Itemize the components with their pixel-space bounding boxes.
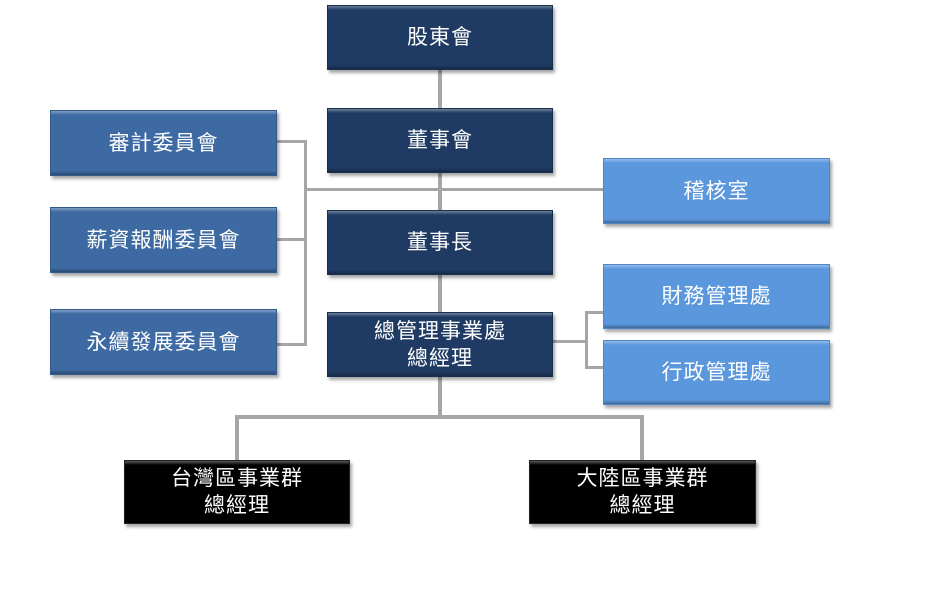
node-label-line1: 總管理事業處 [374, 318, 506, 343]
node-label: 薪資報酬委員會 [86, 227, 241, 252]
node-label: 財務管理處 [661, 284, 772, 308]
node-shareholders-meeting: 股東會 [327, 5, 553, 70]
node-board-of-directors: 董事會 [327, 108, 553, 173]
connector-finance [585, 311, 604, 314]
node-label: 董事會 [407, 128, 473, 152]
node-audit-office: 稽核室 [603, 158, 830, 224]
connector-groups-horizontal [235, 415, 644, 419]
connector-committee-sustainability [277, 343, 307, 346]
connector-audit-office [304, 188, 604, 191]
node-admin-division: 行政管理處 [603, 340, 830, 405]
node-finance-division: 財務管理處 [603, 264, 830, 329]
node-chairman: 董事長 [327, 210, 553, 275]
connector-taiwan-group [235, 415, 239, 461]
connector-china-group [640, 415, 644, 461]
node-compensation-committee: 薪資報酬委員會 [50, 207, 277, 273]
node-general-management: 總管理事業處 總經理 [327, 312, 553, 377]
node-label-line2: 總經理 [609, 493, 676, 517]
connector-divisions-bracket [585, 311, 588, 369]
node-label-line1: 大陸區事業群 [576, 466, 709, 490]
node-audit-committee: 審計委員會 [50, 110, 277, 176]
connector-committee-bracket [304, 140, 307, 346]
node-label: 股東會 [407, 25, 473, 49]
connector-gm-groups [438, 377, 442, 417]
node-taiwan-business-group: 台灣區事業群 總經理 [124, 460, 350, 524]
connector-gm-divisions [553, 340, 587, 343]
node-label: 董事長 [407, 230, 473, 254]
connector-committee-audit [277, 140, 307, 143]
node-label: 永續發展委員會 [86, 329, 241, 354]
connector-board-chairman [438, 173, 442, 211]
connector-chairman-gm [438, 275, 442, 313]
node-sustainability-committee: 永續發展委員會 [50, 309, 277, 375]
node-label: 審計委員會 [108, 130, 219, 155]
node-label: 行政管理處 [661, 360, 772, 384]
connector-shareholders-board [438, 70, 442, 110]
node-china-business-group: 大陸區事業群 總經理 [529, 460, 756, 524]
connector-committee-compensation [277, 238, 307, 241]
node-label-line1: 台灣區事業群 [171, 466, 303, 490]
node-label-line2: 總經理 [407, 345, 473, 370]
node-label: 稽核室 [683, 178, 750, 203]
connector-admin [585, 366, 604, 369]
node-label-line2: 總經理 [204, 493, 270, 517]
